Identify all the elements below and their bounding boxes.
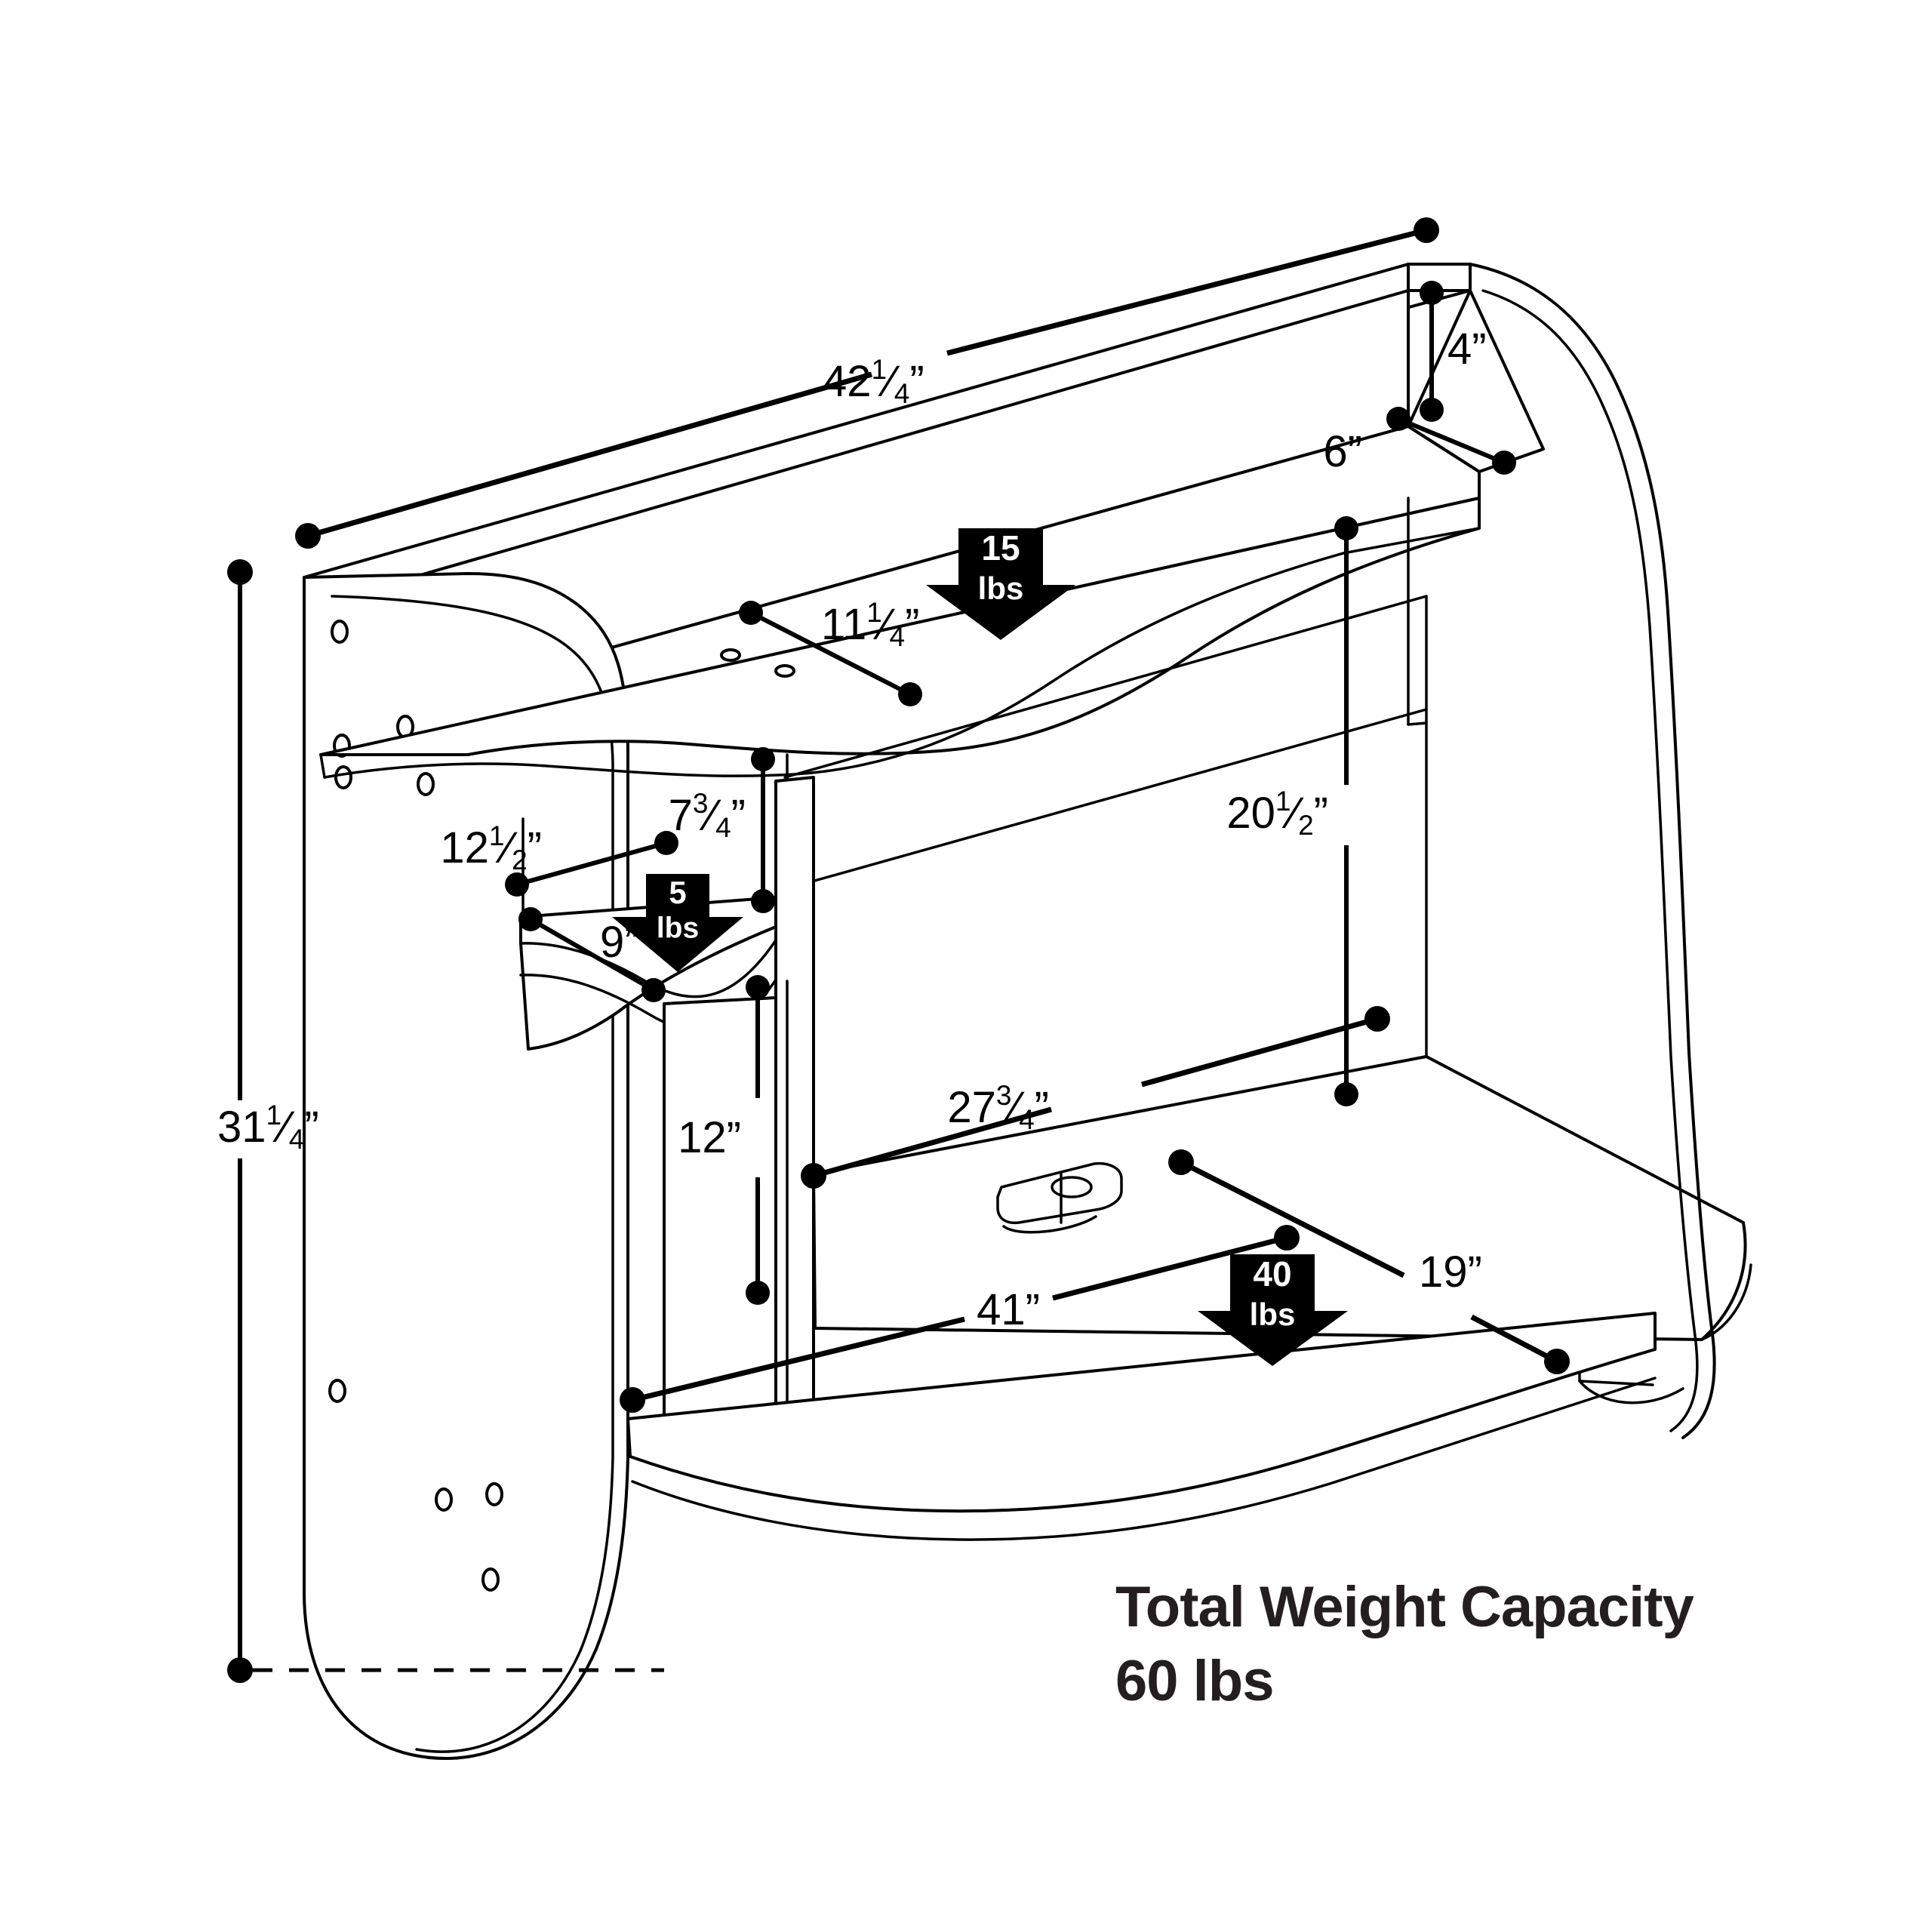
- dimension-label-12-1-2: 121⁄2”: [440, 820, 542, 875]
- mounting-hole: [485, 1482, 503, 1506]
- mounting-hole: [435, 1487, 453, 1512]
- cable-grommet: [996, 1161, 1123, 1234]
- dimension-20-1-2: 201⁄2”: [1226, 516, 1358, 1106]
- dimension-label-19: 19”: [1419, 1247, 1482, 1297]
- weight-arrow-5lbs-value: 5: [669, 875, 686, 910]
- dimension-12-1-2: 121⁄2”: [440, 820, 678, 897]
- dimension-7-3-4: 73⁄4”: [669, 747, 775, 913]
- back-panel: [783, 595, 1428, 891]
- dimension-label-41: 41”: [977, 1285, 1040, 1334]
- total-weight-capacity-block: Total Weight Capacity 60 lbs: [1115, 1575, 1695, 1713]
- total-weight-capacity-line1: Total Weight Capacity: [1115, 1575, 1694, 1639]
- mounting-hole: [328, 1379, 346, 1403]
- furniture-geometry: [303, 263, 1752, 1760]
- shelf-hole: [720, 648, 741, 662]
- weight-arrow-15lbs-unit: lbs: [978, 571, 1024, 606]
- dimension-label-20-1-2: 201⁄2”: [1226, 786, 1328, 841]
- right-vertical-divider: [1407, 497, 1428, 1058]
- bottom-panel: [626, 1312, 1657, 1541]
- mounting-hole: [334, 765, 352, 789]
- dimension-label-9: 9”: [600, 918, 639, 967]
- mounting-hole: [481, 1567, 500, 1592]
- desk-surface: [812, 1055, 1752, 1404]
- dimension-6: 6”: [1323, 407, 1516, 476]
- dimension-31-1-4: 311⁄4”: [217, 559, 664, 1683]
- dimension-label-4: 4”: [1447, 325, 1487, 374]
- dimension-label-6: 6”: [1323, 427, 1362, 476]
- left-side-panel: [303, 572, 629, 1760]
- shelf-hole: [774, 664, 795, 678]
- upper-shelf: [319, 497, 1481, 779]
- dimension-27-3-4: 273⁄4”: [801, 1006, 1390, 1189]
- dimension-label-31-1-4: 311⁄4”: [217, 1100, 319, 1155]
- dimension-label-12: 12”: [678, 1113, 741, 1162]
- dimension-label-7-3-4: 73⁄4”: [669, 788, 746, 843]
- weight-arrow-40lbs-unit: lbs: [1250, 1297, 1296, 1332]
- dimension-4: 4”: [1420, 281, 1487, 422]
- weight-arrow-40lbs: 40 lbs: [1198, 1254, 1348, 1366]
- weight-arrow-15lbs-value: 15: [981, 528, 1020, 568]
- dimension-9: 9”: [518, 907, 666, 1002]
- weight-arrow-5lbs: 5 lbs: [612, 874, 743, 972]
- dimension-19: 19”: [1168, 1149, 1570, 1374]
- dimension-41: 41”: [620, 1225, 1300, 1413]
- weight-arrow-15lbs: 15 lbs: [926, 528, 1075, 640]
- weight-capacity-arrows: 15 lbs 5 lbs 40 lbs: [612, 528, 1348, 1366]
- mounting-hole: [417, 772, 435, 796]
- dimension-label-42-1-4: 421⁄4”: [823, 354, 924, 409]
- dimension-annotations: 421⁄4” 4” 6”: [217, 217, 1570, 1683]
- dimension-42-1-4: 421⁄4”: [295, 217, 1439, 549]
- mounting-hole: [331, 620, 349, 644]
- right-side-panel: [1469, 263, 1716, 1439]
- dimension-11-1-4: 111⁄4”: [739, 597, 922, 706]
- dimension-12: 12”: [678, 975, 770, 1305]
- weight-arrow-40lbs-value: 40: [1253, 1254, 1291, 1294]
- total-weight-capacity-line2: 60 lbs: [1115, 1649, 1273, 1713]
- weight-arrow-5lbs-unit: lbs: [657, 912, 699, 944]
- dimension-label-27-3-4: 273⁄4”: [947, 1080, 1049, 1135]
